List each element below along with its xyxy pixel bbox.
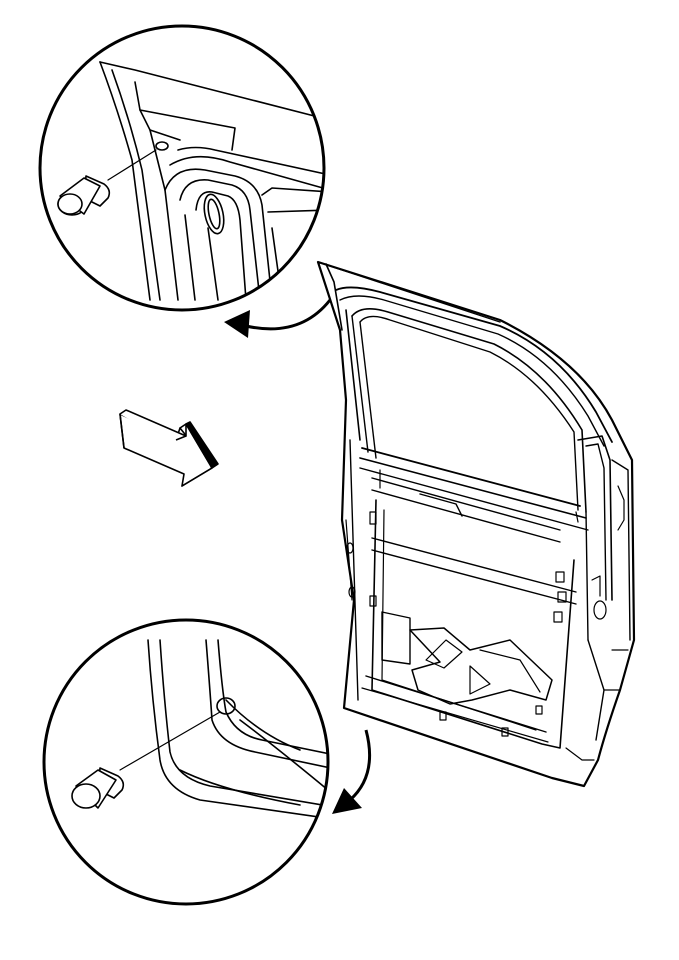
- hole-plug-icon: [72, 768, 123, 808]
- upper-callout-arrow-icon: [224, 300, 330, 338]
- view-direction-arrow-icon: [120, 410, 218, 486]
- lower-detail-view: [44, 620, 340, 904]
- hole-plug-icon: [58, 176, 109, 215]
- door-shell-icon: [318, 262, 634, 786]
- upper-detail-view: [40, 26, 330, 310]
- lower-callout-arrow-icon: [332, 730, 370, 814]
